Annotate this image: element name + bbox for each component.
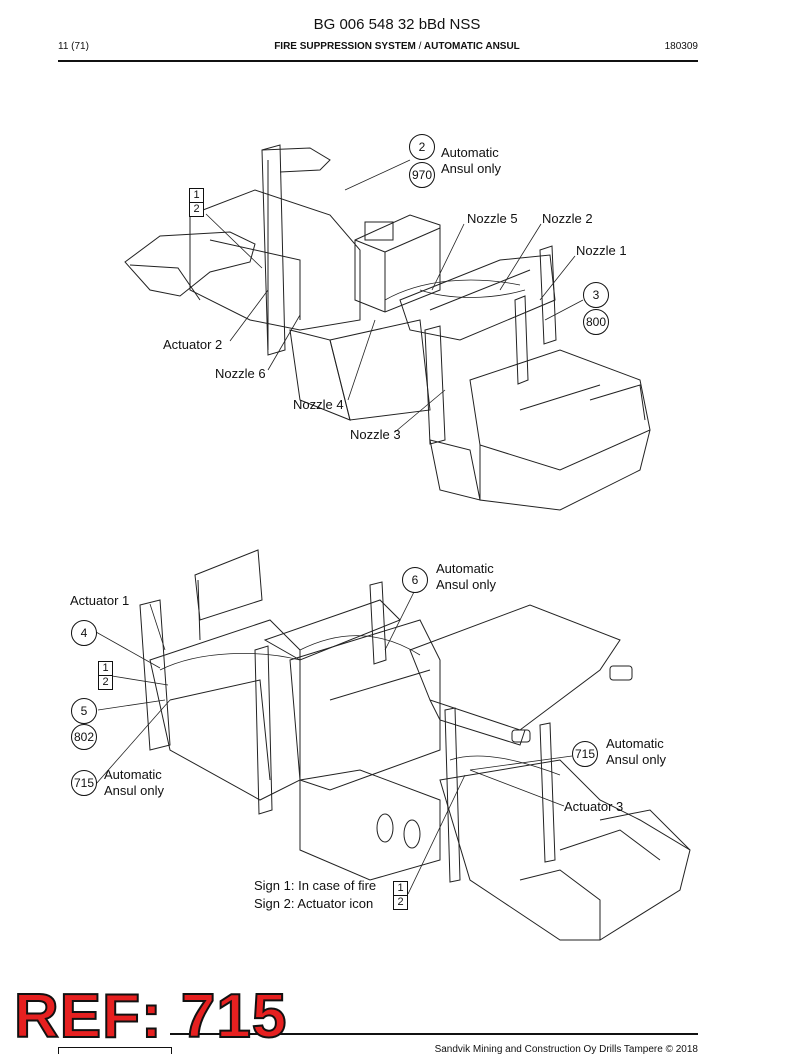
- section-title: FIRE SUPPRESSION SYSTEM / AUTOMATIC ANSU…: [0, 41, 794, 52]
- lower-machine-drawing: [139, 549, 691, 941]
- note-ansul-only-right: Ansul only: [606, 752, 666, 767]
- legend-sign-1: Sign 1: In case of fire: [254, 878, 377, 893]
- callout-item-5: 5: [71, 698, 97, 724]
- callout-part-800: 800: [583, 309, 609, 335]
- sign-box-1-lower: 1: [98, 661, 113, 676]
- callout-item-4: 4: [71, 620, 97, 646]
- upper-machine-drawing: [124, 144, 651, 511]
- label-nozzle-6: Nozzle 6: [215, 366, 266, 381]
- callout-part-715-left: 715: [71, 770, 97, 796]
- document-date: 180309: [664, 41, 698, 52]
- label-actuator-1: Actuator 1: [70, 593, 130, 608]
- footer-rule: [170, 1033, 698, 1035]
- note-ansul-only-1: Ansul only: [441, 161, 501, 176]
- sign-box-2-upper: 2: [189, 202, 204, 217]
- note-automatic-1: Automatic: [441, 145, 499, 160]
- section-title-separator: /: [418, 41, 422, 52]
- label-nozzle-4: Nozzle 4: [293, 397, 344, 412]
- note-automatic-top: Automatic: [436, 561, 494, 576]
- note-automatic-left: Automatic: [104, 767, 162, 782]
- callout-part-715-right: 715: [572, 741, 598, 767]
- note-ansul-only-left: Ansul only: [104, 783, 164, 798]
- section-title-sub: AUTOMATIC ANSUL: [423, 41, 520, 52]
- note-ansul-only-top: Ansul only: [436, 577, 496, 592]
- callout-part-970: 970: [409, 162, 435, 188]
- header-rule: [58, 60, 698, 62]
- callout-part-802: 802: [71, 724, 97, 750]
- section-title-main: FIRE SUPPRESSION SYSTEM: [274, 41, 416, 52]
- page-number: 11 (71): [58, 41, 89, 52]
- document-title: BG 006 548 32 bBd NSS: [313, 16, 481, 33]
- callout-item-6: 6: [402, 567, 428, 593]
- label-actuator-2: Actuator 2: [163, 337, 223, 352]
- lower-leader-lines: [95, 591, 573, 895]
- label-nozzle-1: Nozzle 1: [576, 243, 627, 258]
- legend-box-1: 1: [393, 881, 408, 896]
- footer-copyright: Sandvik Mining and Construction Oy Drill…: [434, 1044, 698, 1055]
- brand-logo-fragment: [58, 1047, 172, 1054]
- label-actuator-3: Actuator 3: [564, 799, 624, 814]
- callout-item-3: 3: [583, 282, 609, 308]
- note-automatic-right: Automatic: [606, 736, 664, 751]
- label-nozzle-5: Nozzle 5: [467, 211, 518, 226]
- label-nozzle-3: Nozzle 3: [350, 427, 401, 442]
- reference-stamp: REF: 715: [13, 982, 288, 1051]
- legend-sign-2: Sign 2: Actuator icon: [254, 896, 374, 911]
- callout-item-2: 2: [409, 134, 435, 160]
- upper-leader-lines: [205, 159, 584, 433]
- legend-box-2: 2: [393, 895, 408, 910]
- sign-box-1-upper: 1: [189, 188, 204, 203]
- label-nozzle-2: Nozzle 2: [542, 211, 593, 226]
- sign-box-2-lower: 2: [98, 675, 113, 690]
